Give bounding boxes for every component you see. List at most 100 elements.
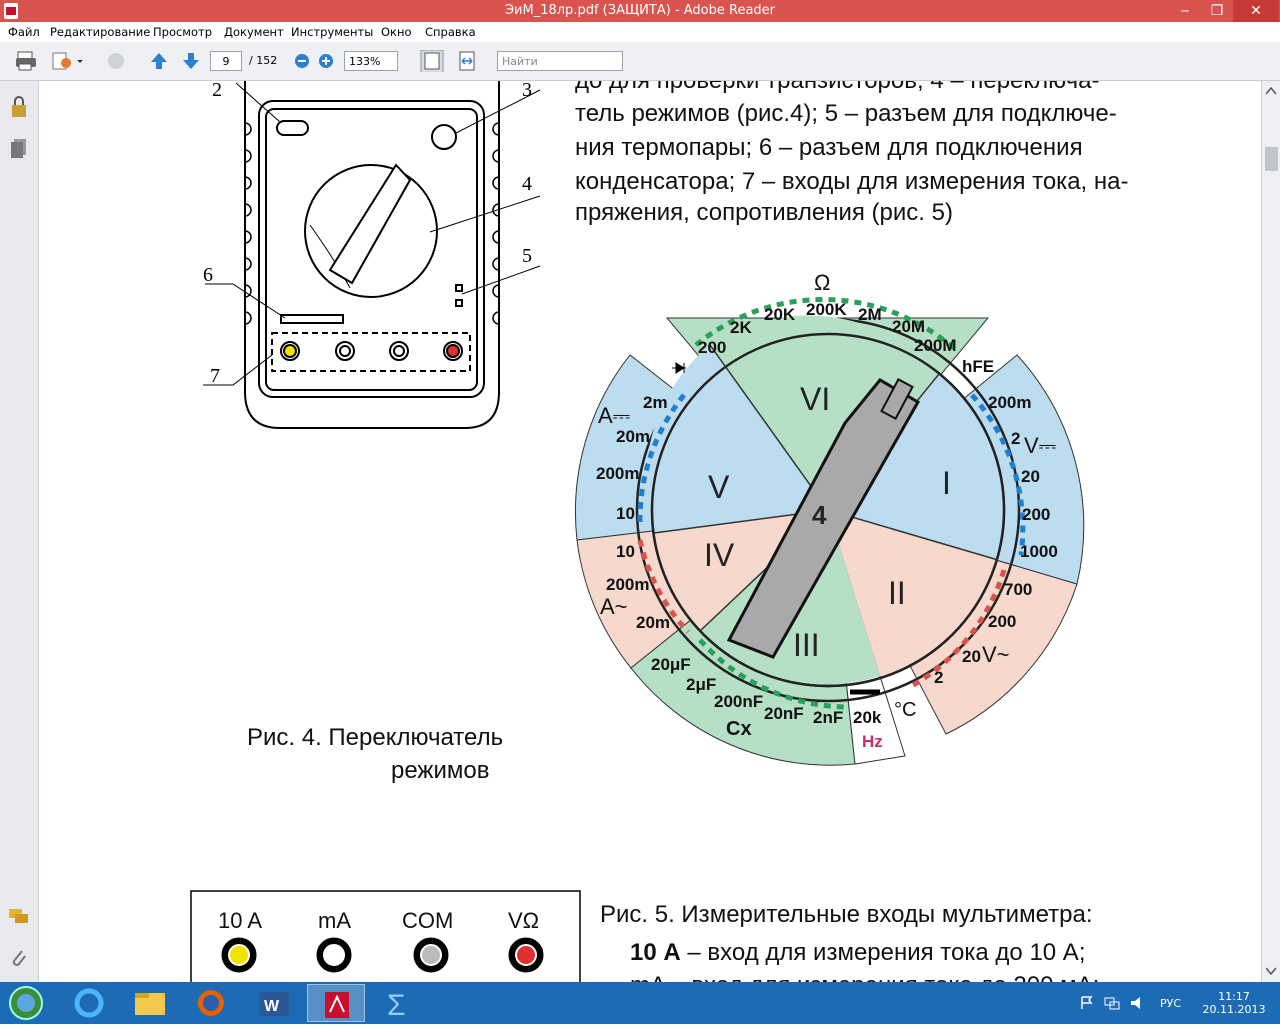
minimize-button[interactable]: ‒ xyxy=(1180,3,1190,19)
sector-ii: II xyxy=(888,575,906,611)
menu-view[interactable]: Просмотр xyxy=(153,25,213,39)
svg-text:10 А – вход для измерения тока: 10 А – вход для измерения тока до 10 А; xyxy=(630,939,1085,966)
adobe-reader-taskbar-icon xyxy=(325,992,349,1018)
pages-icon[interactable] xyxy=(9,137,29,161)
menu-help[interactable]: Справка xyxy=(425,25,476,39)
taskbar-word[interactable]: W xyxy=(245,984,303,1022)
aac-range-20m: 20m xyxy=(636,613,670,632)
title-bar: ЭиМ_18лр.pdf (ЗАЩИТА) - Adobe Reader ‒ ❐… xyxy=(0,0,1280,22)
previous-page-icon[interactable] xyxy=(148,50,170,72)
taskbar-adobe-reader[interactable] xyxy=(307,984,365,1022)
sector-vi: VI xyxy=(800,381,830,417)
menu-edit[interactable]: Редактирование xyxy=(50,25,151,39)
close-button[interactable]: ✕ xyxy=(1233,0,1279,22)
inputs-panel xyxy=(190,890,581,982)
aac-range-10: 10 xyxy=(616,542,635,561)
switch-number: 4 xyxy=(812,500,827,530)
hand-tool-icon[interactable] xyxy=(104,50,130,72)
internet-explorer-icon xyxy=(74,988,104,1018)
scroll-down-icon[interactable] xyxy=(1266,967,1277,975)
input-label-ma: mA xyxy=(318,908,351,933)
search-input[interactable]: Найти xyxy=(497,51,623,71)
cap-range-2uf: 2μF xyxy=(686,675,716,694)
sector-iv: IV xyxy=(704,537,735,573)
volume-icon[interactable] xyxy=(1130,995,1146,1011)
page-number-input[interactable]: 9 xyxy=(210,51,242,71)
taskbar-ie[interactable] xyxy=(60,984,118,1022)
taskbar-explorer[interactable] xyxy=(121,984,179,1022)
cap-range-200nf: 200nF xyxy=(714,692,763,711)
comments-icon[interactable] xyxy=(8,907,30,927)
adc-label: A⎓ xyxy=(598,403,630,428)
body-text-line-2: тель режимов (рис.4); 5 – разъем для под… xyxy=(575,100,1117,127)
ohm-label: Ω xyxy=(814,270,830,295)
adc-range-10: 10 xyxy=(616,504,635,523)
fig5-caption: Рис. 5. Измерительные входы мультиметра: xyxy=(600,901,1093,928)
svg-text:W: W xyxy=(264,998,280,1015)
scrollbar-thumb[interactable] xyxy=(1265,147,1278,171)
cap-range-20nf: 20nF xyxy=(764,704,804,723)
vdc-range-200m: 200m xyxy=(988,393,1031,412)
restore-button[interactable]: ❐ xyxy=(1210,3,1224,19)
page-total: / 152 xyxy=(249,54,278,67)
callout-4: 4 xyxy=(522,173,532,195)
folder-icon xyxy=(135,993,165,1015)
callout-7: 7 xyxy=(210,365,220,387)
scroll-up-icon[interactable] xyxy=(1266,87,1277,95)
vac-label: V~ xyxy=(982,642,1010,667)
action-center-flag-icon[interactable] xyxy=(1080,996,1094,1010)
capacitance-label: Cx xyxy=(726,718,752,740)
share-icon[interactable] xyxy=(50,50,84,72)
attachments-icon[interactable] xyxy=(9,947,29,971)
network-icon[interactable] xyxy=(1104,996,1120,1010)
ohm-range-200m: 200M xyxy=(914,336,957,355)
menu-bar: Файл Редактирование Просмотр Документ Ин… xyxy=(0,22,1280,42)
ohm-range-20m: 20M xyxy=(892,317,925,336)
fig4-caption-line1: Рис. 4. Переключатель xyxy=(247,724,503,751)
ohm-range-200: 200 xyxy=(698,338,726,357)
zoom-in-icon[interactable] xyxy=(318,50,336,72)
vdc-range-1000: 1000 xyxy=(1020,542,1058,561)
language-indicator[interactable]: РУС xyxy=(1160,997,1182,1010)
toolbar: 9 / 152 133% Найти xyxy=(0,42,1280,81)
taskbar-firefox[interactable] xyxy=(182,984,240,1022)
menu-file[interactable]: Файл xyxy=(8,25,40,39)
svg-text:Σ: Σ xyxy=(387,989,406,1022)
lock-icon[interactable] xyxy=(9,95,29,119)
print-icon[interactable] xyxy=(14,50,40,72)
document-view: 2 3 4 5 6 7 до для проверки транзисторов… xyxy=(39,81,1261,982)
ohm-range-2k: 2K xyxy=(730,318,752,337)
vdc-range-2: 2 xyxy=(1011,429,1020,448)
menu-window[interactable]: Окно xyxy=(381,25,412,39)
vac-range-200: 200 xyxy=(988,612,1016,631)
clock[interactable]: 11:17 20.11.2013 xyxy=(1196,990,1272,1016)
navigation-panel xyxy=(0,81,39,982)
zoom-select[interactable]: 133% xyxy=(344,51,398,71)
cap-range-20uf: 20μF xyxy=(651,655,691,674)
input-label-com: COM xyxy=(402,908,453,933)
menu-document[interactable]: Документ xyxy=(224,25,284,39)
fit-width-icon[interactable] xyxy=(456,50,480,72)
fit-page-icon[interactable] xyxy=(420,50,444,72)
callout-5: 5 xyxy=(522,245,532,267)
callout-6: 6 xyxy=(203,264,213,286)
taskbar-mathcad[interactable]: Σ xyxy=(370,984,428,1022)
aac-range-200m: 200m xyxy=(606,575,649,594)
zoom-out-icon[interactable] xyxy=(294,50,312,72)
menu-tools[interactable]: Инструменты xyxy=(291,25,374,39)
temperature-label: °C xyxy=(894,699,916,721)
callout-2: 2 xyxy=(212,81,222,101)
body-text-line-3: ния термопары; 6 – разъем для подключени… xyxy=(575,134,1083,161)
clock-date: 20.11.2013 xyxy=(1202,1003,1266,1016)
ohm-range-200k: 200K xyxy=(806,300,847,319)
ohm-range-20k: 20K xyxy=(764,305,796,324)
fig5-item2-text: mA – вход для измерения тока до 200 мА; xyxy=(630,972,1099,982)
vdc-range-200: 200 xyxy=(1022,505,1050,524)
next-page-icon[interactable] xyxy=(180,50,202,72)
fig4-caption-line2: режимов xyxy=(391,757,489,784)
vdc-label: V⎓ xyxy=(1024,433,1056,458)
start-globe-icon[interactable] xyxy=(6,985,46,1021)
vac-range-2: 2 xyxy=(934,668,943,687)
hfe-label: hFE xyxy=(962,357,994,376)
vertical-scrollbar[interactable] xyxy=(1261,81,1280,982)
